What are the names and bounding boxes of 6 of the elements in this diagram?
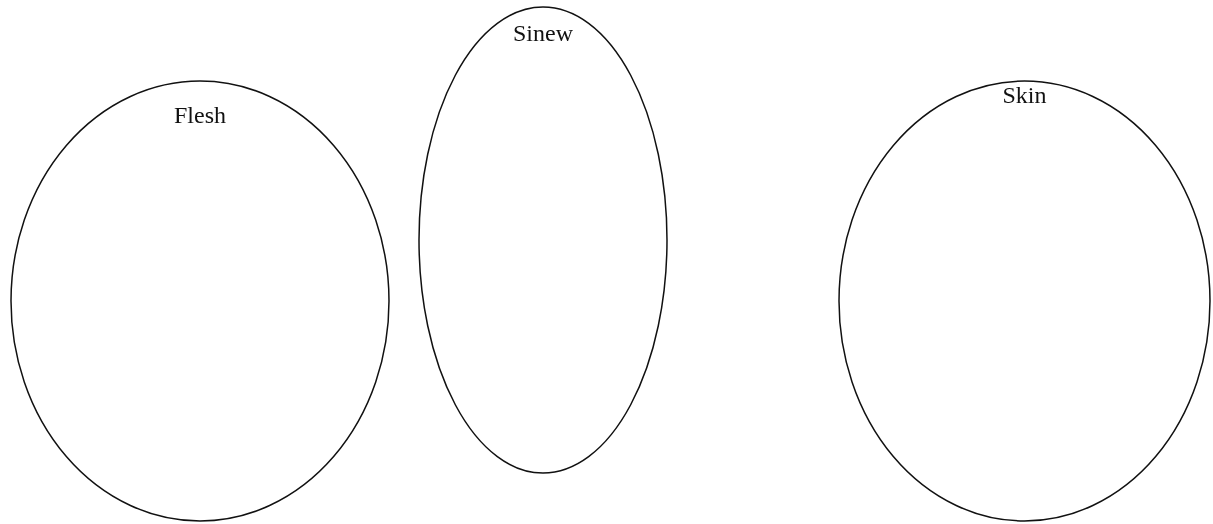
oval bbox=[418, 6, 668, 474]
oval bbox=[838, 80, 1211, 522]
oval-label: Sinew bbox=[513, 20, 573, 47]
oval-label: Flesh bbox=[174, 102, 226, 129]
oval bbox=[10, 80, 390, 522]
oval-label: Skin bbox=[1002, 82, 1047, 109]
